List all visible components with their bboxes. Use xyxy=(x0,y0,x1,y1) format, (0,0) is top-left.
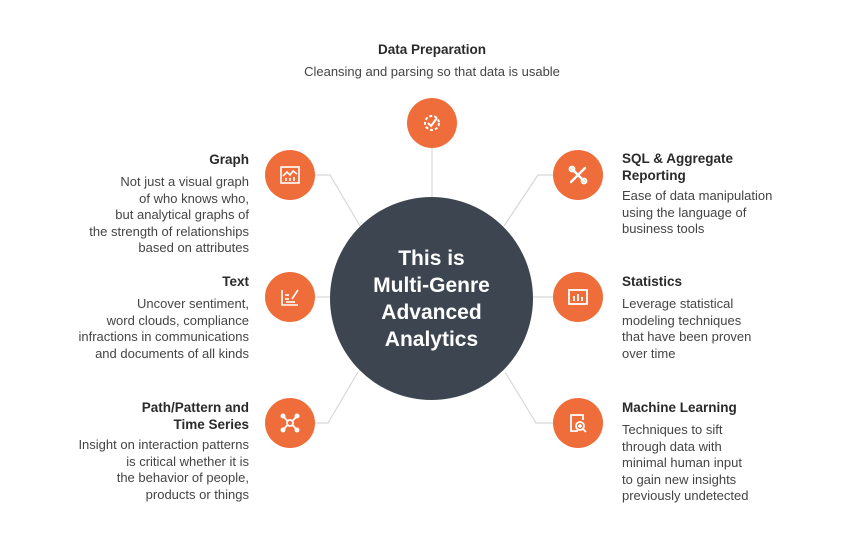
gear-check-icon xyxy=(407,98,457,148)
node-body-line: modeling techniques xyxy=(622,312,742,328)
node-title: Path/Pattern and xyxy=(141,400,249,415)
node-body-line: minimal human input xyxy=(622,455,742,470)
graph-chart-icon xyxy=(265,150,315,200)
node-body-line: is critical whether it is xyxy=(126,453,249,469)
node-body-line: of who knows who, xyxy=(139,190,249,206)
node-body-line: Ease of data manipulation xyxy=(622,188,773,203)
node-body-line: Techniques to sift xyxy=(622,422,723,437)
node-body-line: products or things xyxy=(145,486,249,502)
hub-line: This is xyxy=(398,246,465,270)
ml-block: Machine Learning Techniques to sift thro… xyxy=(622,399,842,505)
node-body-line: word clouds, compliance xyxy=(106,312,249,328)
node-body-line: the behavior of people, xyxy=(116,470,249,485)
tools-icon xyxy=(553,150,603,200)
node-body-line: Insight on interaction patterns xyxy=(78,437,249,452)
text-edit-icon xyxy=(265,272,315,322)
node-body-line: to gain new insights xyxy=(622,471,737,487)
bar-chart-icon xyxy=(553,272,603,322)
node-title: Statistics xyxy=(622,274,683,289)
node-body-line: infractions in communications xyxy=(78,329,249,344)
sql-block: SQL & Aggregate Reporting Ease of data m… xyxy=(622,150,842,238)
node-body-line: that have been proven xyxy=(622,329,752,344)
node-title: Time Series xyxy=(173,417,249,432)
node-body-line: over time xyxy=(622,345,676,361)
node-body-line: Leverage statistical xyxy=(622,296,734,311)
node-title: Machine Learning xyxy=(622,400,737,415)
node-title: Graph xyxy=(209,152,249,167)
data-preparation-block: Data Preparation Cleansing and parsing s… xyxy=(230,41,634,81)
node-body-line: the strength of relationships xyxy=(89,223,249,239)
node-body-line: Not just a visual graph xyxy=(120,174,249,189)
node-body-line: but analytical graphs of xyxy=(115,207,249,222)
node-body-line: and documents of all kinds xyxy=(95,345,249,361)
node-body-line: Uncover sentiment, xyxy=(137,296,249,311)
center-hub: This is Multi-Genre Advanced Analytics xyxy=(330,197,533,400)
node-body: Cleansing and parsing so that data is us… xyxy=(304,64,560,79)
hub-line: Advanced xyxy=(381,300,482,324)
document-search-icon xyxy=(553,398,603,448)
node-body-line: using the language of xyxy=(622,204,747,220)
hub-line: Multi-Genre xyxy=(373,273,490,297)
node-title: Text xyxy=(222,274,249,289)
node-body-line: based on attributes xyxy=(138,240,249,255)
statistics-block: Statistics Leverage statistical modeling… xyxy=(622,273,842,362)
node-body-line: business tools xyxy=(622,221,705,236)
network-icon xyxy=(265,398,315,448)
node-body-line: through data with xyxy=(622,438,722,454)
node-title: SQL & Aggregate xyxy=(622,151,734,166)
hub-line: Analytics xyxy=(384,327,479,351)
node-title: Reporting xyxy=(622,168,686,183)
node-body-line: previously undetected xyxy=(622,488,749,503)
node-title: Data Preparation xyxy=(377,42,487,57)
text-block: Text Uncover sentiment, word clouds, com… xyxy=(20,273,249,362)
graph-block: Graph Not just a visual graph of who kno… xyxy=(20,151,249,257)
path-block: Path/Pattern and Time Series Insight on … xyxy=(20,399,249,503)
